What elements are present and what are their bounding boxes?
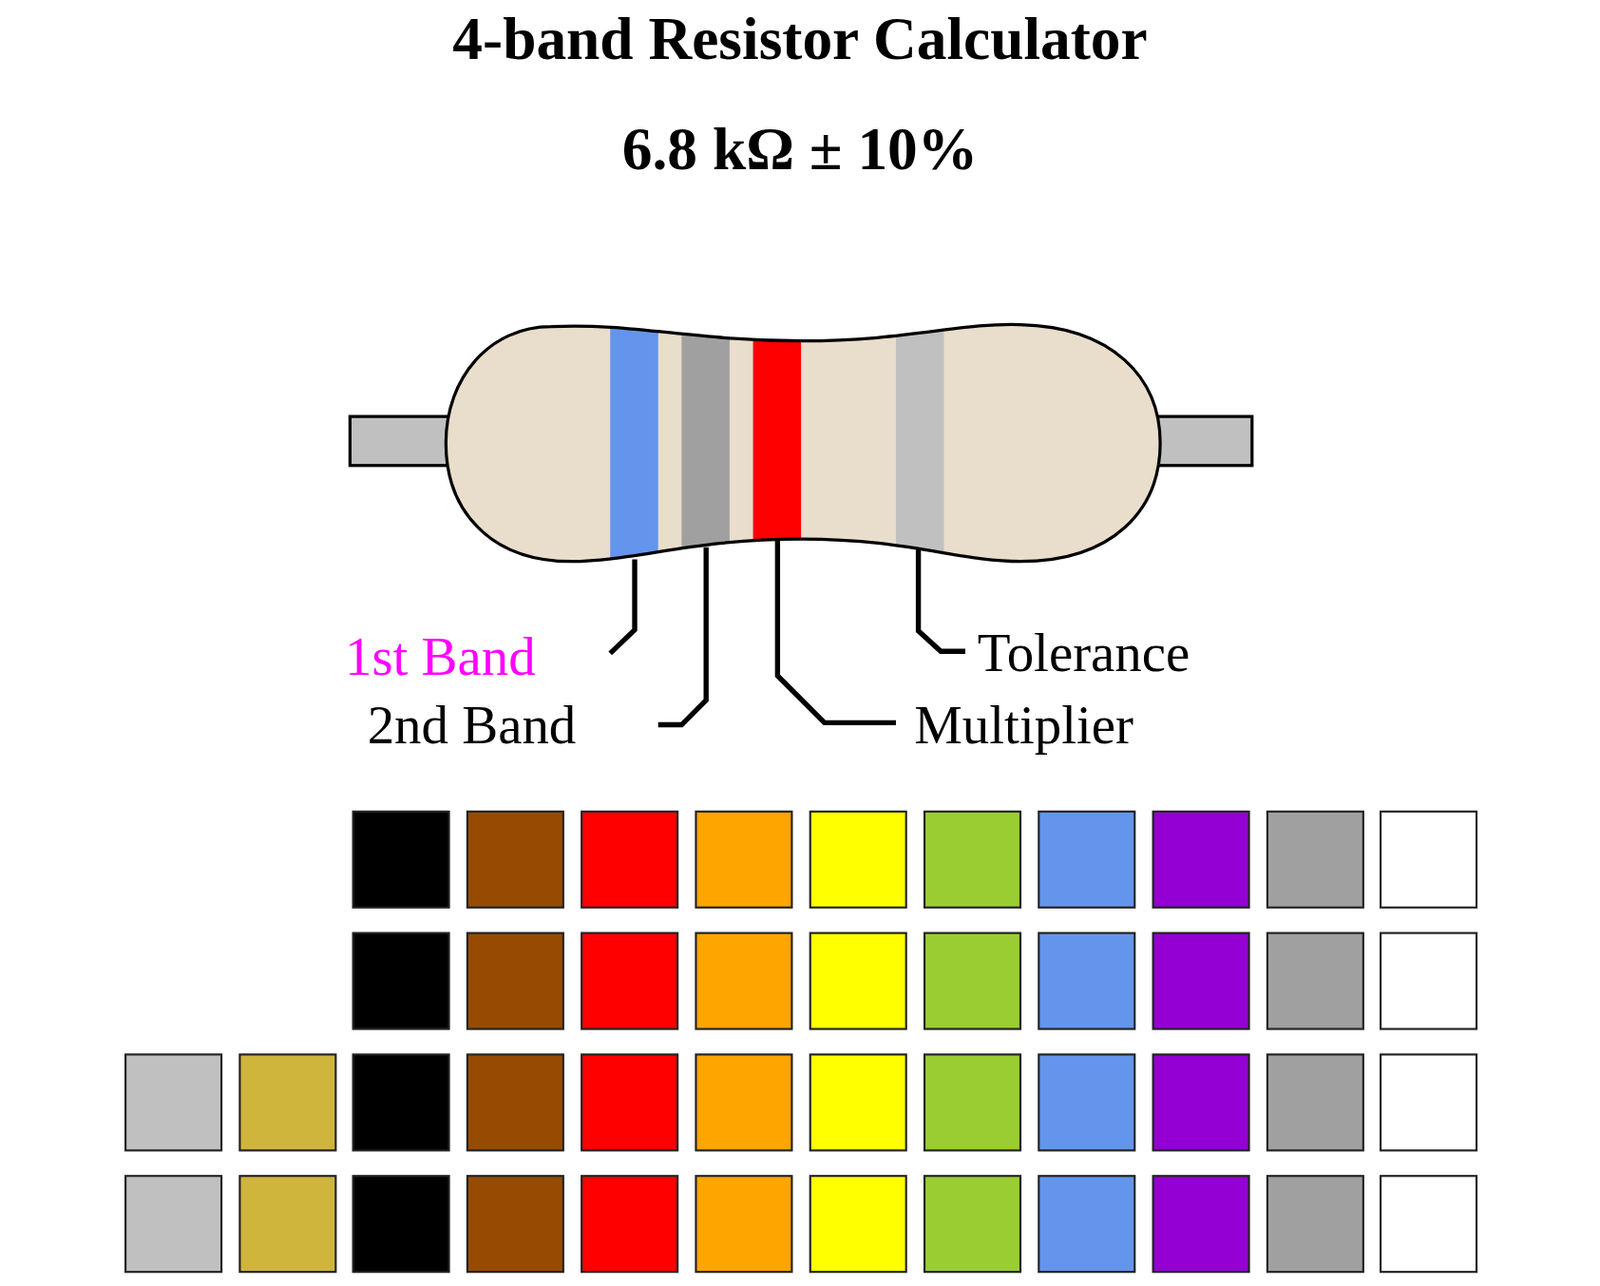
color-swatch — [810, 811, 907, 908]
color-swatch — [1267, 933, 1364, 1029]
color-swatch — [467, 933, 564, 1029]
resistor-outline — [445, 323, 1161, 561]
band-label: 2nd Band — [367, 693, 577, 756]
band-gray — [681, 305, 729, 582]
color-swatch — [924, 933, 1021, 1029]
multiplier-label: Multiplier — [914, 693, 1134, 756]
resistor-lead — [349, 416, 452, 466]
color-swatch — [1153, 1175, 1250, 1272]
band-blue — [609, 305, 658, 582]
color-swatch — [810, 1175, 907, 1272]
color-swatch — [125, 1175, 222, 1272]
resistance-value: 6.8 kΩ ± 10% — [622, 114, 978, 184]
leader-lines — [609, 538, 966, 724]
color-swatch — [581, 933, 678, 1029]
resistor-lead — [1154, 416, 1253, 466]
tolerance-label: Tolerance — [977, 622, 1190, 685]
color-swatch — [695, 1175, 792, 1272]
color-swatch — [924, 1175, 1021, 1272]
color-swatch — [1153, 1053, 1250, 1150]
color-swatch — [1267, 1053, 1364, 1150]
color-swatch — [353, 933, 450, 1029]
color-swatch — [467, 1175, 564, 1272]
color-swatch — [695, 1053, 792, 1150]
leader-line — [918, 549, 966, 651]
color-swatch — [1038, 1175, 1135, 1272]
illustration-group — [125, 305, 1477, 1272]
color-swatch — [924, 1053, 1021, 1150]
color-swatch — [810, 933, 907, 1029]
color-swatch — [1153, 933, 1250, 1029]
color-swatch — [581, 1175, 678, 1272]
color-swatch — [695, 811, 792, 908]
color-swatch — [1038, 933, 1135, 1029]
color-swatch — [467, 1053, 564, 1150]
color-swatch — [1267, 1175, 1364, 1272]
color-swatch — [1380, 811, 1477, 908]
color-swatch — [1380, 1175, 1477, 1272]
color-swatch — [353, 1053, 450, 1150]
color-swatch — [239, 1175, 336, 1272]
color-swatch — [467, 811, 564, 908]
resistor-body — [445, 323, 1161, 561]
color-swatch — [1380, 1053, 1477, 1150]
leader-line — [658, 547, 706, 725]
color-swatch — [353, 1175, 450, 1272]
color-swatch — [1038, 811, 1135, 908]
color-swatch — [581, 1053, 678, 1150]
page-title: 4-band Resistor Calculator — [452, 3, 1147, 74]
leader-line — [777, 538, 896, 723]
color-swatch — [1038, 1053, 1135, 1150]
color-swatch — [1153, 811, 1250, 908]
leader-line — [609, 559, 635, 654]
color-swatch — [581, 811, 678, 908]
color-swatch — [125, 1053, 222, 1150]
color-swatch — [1380, 933, 1477, 1029]
color-swatch — [924, 811, 1021, 908]
band-label: 1st Band — [344, 625, 536, 687]
color-swatch — [810, 1053, 907, 1150]
color-swatch — [1267, 811, 1364, 908]
color-swatch — [353, 811, 450, 908]
color-swatch — [239, 1053, 336, 1150]
color-swatch-grid — [125, 811, 1477, 1272]
color-swatch — [695, 933, 792, 1029]
band-silver — [895, 305, 944, 582]
